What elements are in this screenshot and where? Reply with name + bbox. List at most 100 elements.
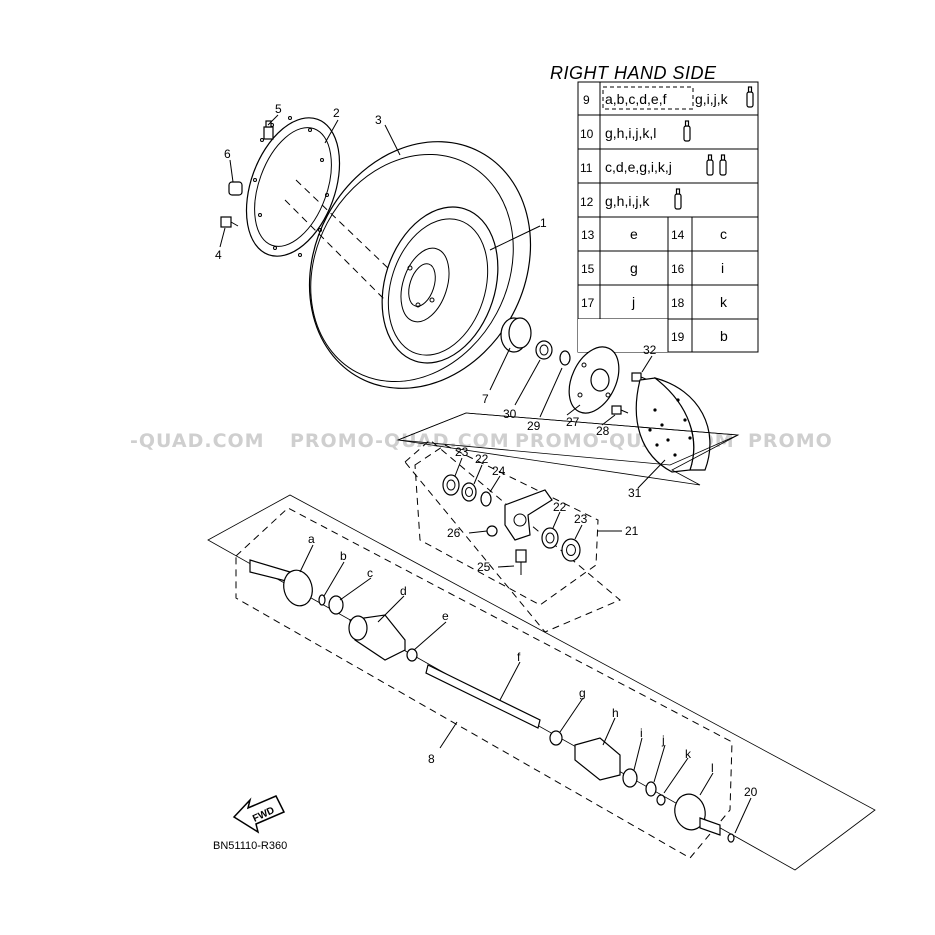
boot-band	[328, 595, 344, 615]
watermark-text-2: PROMO-QUAD.COM	[290, 430, 510, 452]
callout-5: 5	[275, 102, 282, 116]
bolt	[611, 405, 629, 415]
callout-25: 25	[477, 560, 491, 574]
callout-27: 27	[566, 415, 580, 429]
table-row19-value: b	[720, 328, 728, 344]
bearing	[442, 474, 460, 496]
table-row14-number: 14	[671, 228, 685, 242]
cv-joint-outer	[249, 559, 313, 607]
table-row13-value: e	[630, 226, 638, 242]
table-row18-number: 18	[671, 296, 685, 310]
callout-e: e	[442, 609, 449, 623]
spacer	[535, 340, 553, 360]
forward-arrow-icon: FWD	[232, 795, 286, 834]
leader-lines	[219, 114, 752, 834]
table-row12-kit: g,h,i,j,k	[605, 193, 650, 209]
callout-22-top: 22	[475, 452, 489, 466]
callout-3: 3	[375, 113, 382, 127]
boot-band	[622, 768, 638, 788]
callout-8: 8	[428, 752, 435, 766]
steering-knuckle	[504, 489, 553, 541]
callout-24: 24	[492, 464, 506, 478]
bearing	[561, 538, 581, 562]
callout-4: 4	[215, 248, 222, 262]
grease-tube-icon	[746, 86, 754, 108]
callout-31: 31	[628, 486, 642, 500]
callout-23-bottom: 23	[574, 512, 588, 526]
ball-joint	[515, 549, 527, 575]
wheel-rim	[381, 206, 499, 364]
watermark-text-4: PROMO	[748, 430, 833, 452]
cv-boot	[574, 737, 621, 781]
callout-a: a	[308, 532, 315, 546]
table-row14-value: c	[720, 226, 727, 242]
table-row17-value: j	[631, 294, 635, 310]
tire-assembly	[308, 141, 532, 389]
table-row9-number: 9	[583, 93, 590, 107]
grease-tube-icon	[683, 120, 691, 142]
callout-j: j	[661, 733, 665, 747]
diagram-code: BN51110-R360	[213, 840, 287, 852]
callout-6: 6	[224, 147, 231, 161]
callout-2: 2	[333, 106, 340, 120]
circlip	[645, 781, 657, 797]
cv-boot	[348, 614, 406, 661]
drive-shaft	[425, 664, 541, 729]
callout-h: h	[612, 706, 619, 720]
table-row9-kit-a: a,b,c,d,e,f	[605, 91, 667, 107]
table-row12-number: 12	[580, 195, 594, 209]
table-row16-value: i	[721, 260, 724, 276]
callout-d: d	[400, 584, 407, 598]
bearing	[500, 317, 532, 353]
table-row15-value: g	[630, 260, 638, 276]
circlip	[480, 491, 492, 507]
callout-1: 1	[540, 216, 547, 230]
callout-labels: 1 2 3 4 5 6 7 8 20 21 22 22 23 23 24 25 …	[215, 102, 758, 799]
callout-30: 30	[503, 407, 517, 421]
callout-7: 7	[482, 392, 489, 406]
callout-22-bottom: 22	[553, 500, 567, 514]
table-row19-number: 19	[671, 330, 685, 344]
bead-ring	[245, 116, 341, 257]
callout-b: b	[340, 549, 347, 563]
table-row10-kit: g,h,i,j,k,l	[605, 125, 656, 141]
bolt	[220, 216, 239, 228]
grease-tube-icon	[674, 188, 682, 210]
callout-c: c	[367, 566, 373, 580]
callout-28: 28	[596, 424, 610, 438]
boot-band	[549, 730, 563, 746]
brake-disc	[635, 377, 711, 473]
circlip	[318, 594, 326, 606]
table-row16-number: 16	[671, 262, 685, 276]
circlip	[727, 833, 735, 843]
wheel-hub	[568, 346, 620, 414]
cv-joint-inner	[674, 793, 721, 836]
table-row11-kit: c,d,e,g,i,k,j	[605, 159, 672, 175]
callout-f: f	[517, 650, 521, 664]
callout-k: k	[685, 747, 692, 761]
table-row15-number: 15	[581, 262, 595, 276]
table-title: RIGHT HAND SIDE	[550, 63, 717, 83]
table-row10-number: 10	[580, 127, 594, 141]
table-row9-kit-b: g,i,j,k	[695, 91, 729, 107]
bearing	[461, 482, 477, 502]
table-row17-number: 17	[581, 296, 595, 310]
boot-band	[406, 648, 418, 662]
table-row18-value: k	[720, 294, 728, 310]
clip	[486, 525, 498, 537]
washer	[559, 350, 571, 366]
kit-table: RIGHT HAND SIDE 9 a,b,c,d,e,f g,i,j,k 10…	[550, 63, 759, 353]
table-row11-number: 11	[580, 161, 593, 175]
callout-20: 20	[744, 785, 758, 799]
callout-32: 32	[643, 343, 657, 357]
circlip	[656, 794, 666, 806]
callout-29: 29	[527, 419, 541, 433]
table-row13-number: 13	[581, 228, 595, 242]
grease-tube-icon	[706, 154, 714, 176]
callout-i: i	[640, 726, 643, 740]
nut	[228, 181, 243, 196]
callout-21: 21	[625, 524, 639, 538]
callout-26: 26	[447, 526, 461, 540]
callout-23-top: 23	[455, 445, 469, 459]
